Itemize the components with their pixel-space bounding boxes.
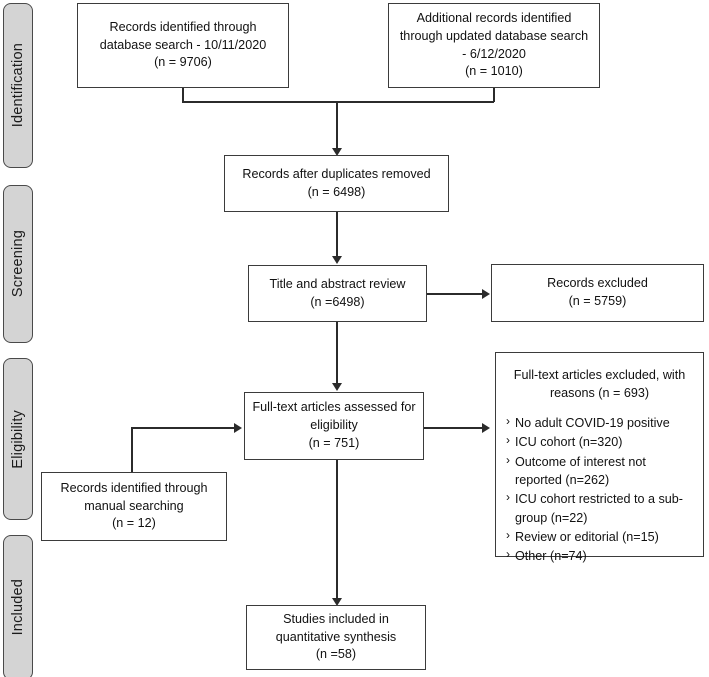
- exclusion-reason-item: ICU cohort restricted to a sub-group (n=…: [506, 489, 693, 527]
- reasons-heading: Full-text articles excluded, with reason…: [506, 367, 693, 403]
- box-fulltext-articles-excluded-reasons: Full-text articles excluded, with reason…: [495, 352, 704, 564]
- arrowhead-to-duplicates: [332, 148, 342, 156]
- stage-label-eligibility: Eligibility: [10, 409, 26, 469]
- connector-db-search-stub: [182, 88, 184, 102]
- box-line: (n = 12): [112, 516, 156, 531]
- box-line: Additional records identified: [416, 10, 572, 25]
- box-records-excluded: Records excluded (n = 5759): [491, 264, 704, 322]
- box-records-identified-database: Records identified through database sear…: [77, 3, 289, 88]
- connector-merge-down: [336, 101, 338, 150]
- exclusion-reason-item: No adult COVID-19 positive: [506, 413, 693, 432]
- box-line: through updated database search: [399, 28, 589, 43]
- arrowhead-to-records-excluded: [482, 289, 490, 299]
- exclusion-reason-item: Review or editorial (n=15): [506, 527, 693, 546]
- arrowhead-to-fulltext: [332, 383, 342, 391]
- box-fulltext-articles-assessed: Full-text articles assessed for eligibil…: [244, 392, 424, 460]
- exclusion-reason-item: Other (n=74): [506, 546, 693, 565]
- box-line: eligibility: [310, 418, 358, 433]
- box-title-abstract-review: Title and abstract review (n =6498): [248, 265, 427, 322]
- connector-merge-bar: [182, 101, 494, 103]
- box-studies-included-quantitative-synthesis: Studies included in quantitative synthes…: [246, 605, 426, 670]
- exclusion-reason-item: Outcome of interest not reported (n=262): [506, 452, 693, 490]
- stage-label-screening: Screening: [10, 230, 26, 298]
- exclusion-reasons-list: No adult COVID-19 positive ICU cohort (n…: [506, 413, 693, 567]
- reasons-heading-line: reasons (n = 693): [549, 385, 650, 400]
- box-line: Full-text articles assessed for: [252, 400, 416, 415]
- box-line: quantitative synthesis: [275, 629, 397, 644]
- box-line: manual searching: [84, 498, 184, 513]
- box-line: (n = 5759): [568, 294, 627, 308]
- arrowhead-to-reasons: [482, 423, 490, 433]
- exclusion-reason-item: ICU cohort (n=320): [506, 432, 693, 451]
- connector-manual-stub-up: [131, 427, 133, 472]
- connector-fulltext-to-included: [336, 460, 338, 600]
- stage-tab-eligibility: Eligibility: [3, 358, 33, 520]
- box-line: Title and abstract review: [269, 276, 406, 291]
- arrowhead-to-review: [332, 256, 342, 264]
- box-line: Records after duplicates removed: [242, 166, 431, 181]
- connector-manual-to-fulltext: [131, 427, 236, 429]
- box-line: (n = 6498): [307, 184, 366, 199]
- box-records-after-duplicates-removed: Records after duplicates removed (n = 64…: [224, 155, 449, 212]
- connector-updated-search-stub: [493, 88, 495, 102]
- box-line: Records excluded: [547, 276, 648, 291]
- connector-review-to-excluded: [427, 293, 484, 295]
- box-line: - 6/12/2020: [462, 46, 526, 61]
- stage-label-identification: Identification: [10, 43, 26, 128]
- arrowhead-manual-to-fulltext: [234, 423, 242, 433]
- box-line: Records identified through: [109, 19, 257, 34]
- connector-duplicates-to-review: [336, 212, 338, 257]
- stage-tab-identification: Identification: [3, 3, 33, 168]
- connector-fulltext-to-reasons: [424, 427, 484, 429]
- stage-tab-included: Included: [3, 535, 33, 677]
- reasons-heading-line: Full-text articles excluded, with: [513, 368, 686, 382]
- stage-label-included: Included: [10, 579, 26, 636]
- box-line: (n = 1010): [465, 64, 523, 79]
- box-line: (n = 751): [308, 435, 360, 450]
- box-line: (n = 9706): [154, 55, 212, 70]
- box-line: database search - 10/11/2020: [99, 37, 267, 52]
- stage-tab-screening: Screening: [3, 185, 33, 343]
- box-records-identified-manual-search: Records identified through manual search…: [41, 472, 227, 541]
- box-line: Records identified through: [60, 480, 208, 495]
- box-line: (n =58): [315, 647, 357, 662]
- connector-review-to-fulltext: [336, 322, 338, 384]
- box-line: Studies included in: [283, 611, 389, 626]
- arrowhead-to-studies-included: [332, 598, 342, 606]
- box-line: (n =6498): [310, 294, 365, 309]
- box-additional-records-updated-search: Additional records identified through up…: [388, 3, 600, 88]
